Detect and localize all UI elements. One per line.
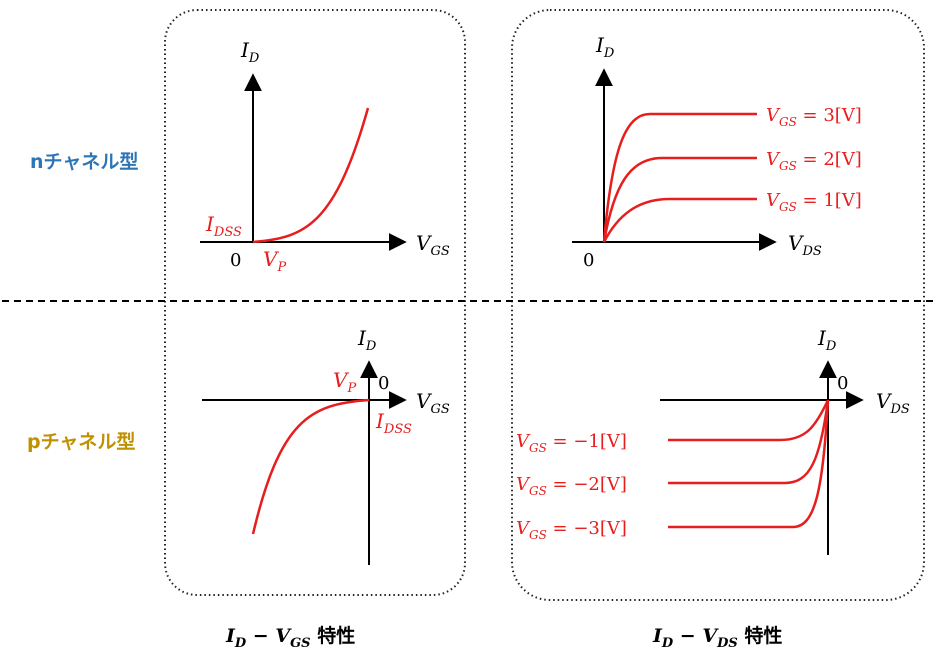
n-vgs-transfer-curve <box>252 107 370 244</box>
n-vds-curve-2v <box>602 156 757 243</box>
n-vds-curve-label-3v: VGS = 3[V] <box>766 105 862 129</box>
p-vds-curve-minus1v <box>668 399 830 442</box>
n-vds-id-label: ID <box>595 33 615 61</box>
caption-id-vgs-characteristic: ID − VGS 特性 <box>225 624 355 651</box>
p-vds-id-label: ID <box>817 326 837 354</box>
p-vds-curve-label-minus1v: VGS = −1[V] <box>516 431 627 455</box>
p-vgs-origin-label: 0 <box>378 373 389 394</box>
n-vds-curve-1v <box>602 197 757 243</box>
p-vds-chart: ID VDS 0 VGS = −1[V] VGS = −2[V] VGS = −… <box>516 326 910 555</box>
p-vds-curve-label-minus3v: VGS = −3[V] <box>516 518 627 542</box>
p-vgs-x-label: VGS <box>416 389 450 417</box>
p-vgs-id-label: ID <box>357 326 377 354</box>
n-vds-x-label: VDS <box>788 231 822 259</box>
panel-vds-characteristic <box>511 9 925 601</box>
n-vds-origin-label: 0 <box>583 250 594 271</box>
n-vds-curve-3v <box>602 112 757 243</box>
n-vgs-id-label: ID <box>240 38 260 66</box>
p-vgs-chart: ID VGS 0 VP IDSS <box>202 326 450 565</box>
n-vgs-origin-label: 0 <box>230 250 241 271</box>
p-vgs-vp-label: VP <box>333 368 356 396</box>
n-vgs-idss-label: IDSS <box>205 212 242 240</box>
p-channel-label: pチャネル型 <box>27 430 135 453</box>
n-vgs-chart: ID VGS 0 IDSS VP <box>200 38 450 275</box>
n-vgs-x-label: VGS <box>416 231 450 259</box>
p-vgs-transfer-curve <box>251 398 370 535</box>
p-vds-curve-label-minus2v: VGS = −2[V] <box>516 474 627 498</box>
p-vds-origin-label: 0 <box>837 373 848 394</box>
n-vgs-vp-label: VP <box>263 247 286 275</box>
p-vds-curve-minus2v <box>668 399 830 485</box>
p-vgs-idss-label: IDSS <box>375 409 412 437</box>
p-vds-x-label: VDS <box>876 389 910 417</box>
n-channel-label: nチャネル型 <box>30 150 138 173</box>
panel-vgs-characteristic <box>164 9 466 596</box>
caption-id-vds-characteristic: ID − VDS 特性 <box>652 624 782 651</box>
n-vds-curve-label-2v: VGS = 2[V] <box>766 149 862 173</box>
p-vds-curve-minus3v <box>668 399 830 529</box>
n-vds-chart: ID VDS 0 VGS = 3[V] VGS = 2[V] VGS = 1[V… <box>572 33 862 271</box>
n-vds-curve-label-1v: VGS = 1[V] <box>766 190 862 214</box>
